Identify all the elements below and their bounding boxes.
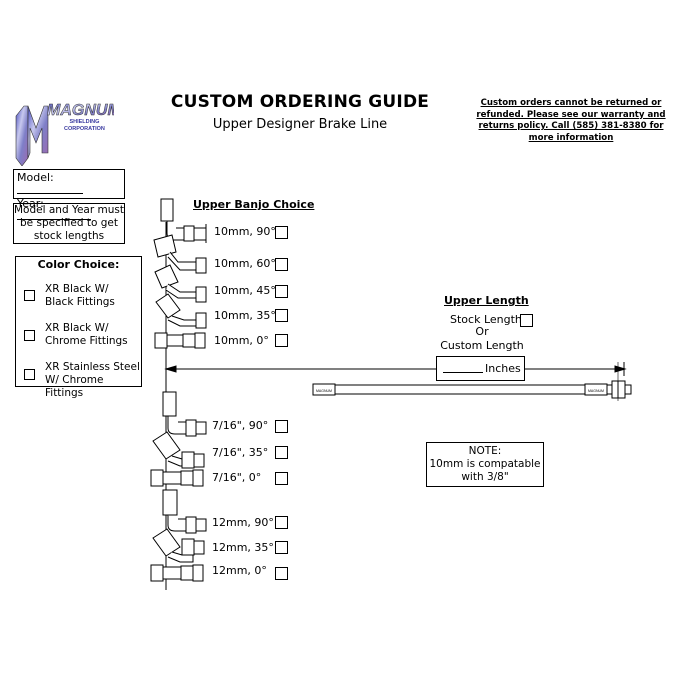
banjo-7-16-90-checkbox[interactable] bbox=[275, 420, 288, 433]
arrow-right-head bbox=[614, 365, 627, 373]
color-choice-box: Color Choice: XR Black W/ Black Fittings… bbox=[15, 256, 142, 399]
color-option-1-line2: Black Fittings bbox=[45, 296, 115, 308]
svg-text:MAGNUM: MAGNUM bbox=[47, 102, 114, 119]
color-option-2-line2: Chrome Fittings bbox=[45, 335, 128, 347]
banjo-10mm-35-label: 10mm, 35° bbox=[214, 309, 276, 322]
banjo-10mm-45-checkbox[interactable] bbox=[275, 285, 288, 298]
note-title: NOTE: bbox=[468, 445, 502, 457]
banjo-12mm-90-checkbox[interactable] bbox=[275, 516, 288, 529]
year-field[interactable] bbox=[17, 219, 91, 220]
page-subtitle: Upper Designer Brake Line bbox=[212, 117, 388, 132]
model-label: Model: bbox=[17, 171, 54, 184]
fitting-7-16-90-illustration bbox=[162, 391, 207, 437]
model-field[interactable] bbox=[17, 193, 83, 194]
page-title: CUSTOM ORDERING GUIDE bbox=[170, 92, 430, 112]
banjo-7-16-35-checkbox[interactable] bbox=[275, 446, 288, 459]
hose-mark-left: MAGNUM bbox=[316, 389, 332, 393]
color-option-3-line1: XR Stainless Steel bbox=[45, 361, 140, 373]
color-option-3-label: XR Stainless Steel W/ Chrome Fittings bbox=[45, 361, 141, 400]
fitting-10mm-90-illustration bbox=[160, 198, 207, 243]
banjo-12mm-90-label: 12mm, 90° bbox=[212, 516, 274, 529]
fitting-10mm-0-illustration bbox=[154, 332, 206, 349]
custom-length-blank[interactable] bbox=[443, 372, 483, 373]
banjo-10mm-90-label: 10mm, 90° bbox=[214, 225, 276, 238]
fitting-7-16-35-illustration bbox=[152, 431, 205, 469]
color-option-1-line1: XR Black W/ bbox=[45, 283, 109, 295]
arrow-left-head bbox=[164, 365, 177, 373]
banjo-10mm-0-label: 10mm, 0° bbox=[214, 334, 269, 347]
upper-banjo-title: Upper Banjo Choice bbox=[193, 198, 315, 211]
compatibility-note: NOTE: 10mm is compatable with 3/8" bbox=[426, 442, 544, 487]
color-option-2-checkbox[interactable] bbox=[24, 330, 35, 341]
upper-length-title: Upper Length bbox=[444, 294, 529, 307]
color-option-3-checkbox[interactable] bbox=[24, 369, 35, 380]
banjo-10mm-45-label: 10mm, 45° bbox=[214, 284, 276, 297]
color-option-2-line1: XR Black W/ bbox=[45, 322, 109, 334]
fitting-12mm-0-illustration bbox=[150, 564, 204, 582]
banjo-7-16-90-label: 7/16", 90° bbox=[212, 419, 269, 432]
logo-subtext-line2: CORPORATION bbox=[64, 126, 105, 132]
model-row: Model: bbox=[17, 171, 121, 197]
note-line-2: 10mm is compatable bbox=[429, 458, 541, 470]
banjo-12mm-0-label: 12mm, 0° bbox=[212, 564, 267, 577]
brake-hose bbox=[312, 362, 632, 401]
inches-label: Inches bbox=[485, 362, 521, 375]
stock-length-label: Stock Length bbox=[450, 313, 522, 326]
return-policy-notice: Custom orders cannot be returned or refu… bbox=[476, 98, 666, 143]
hose-fitting-nut bbox=[606, 384, 613, 395]
banjo-7-16-35-label: 7/16", 35° bbox=[212, 446, 269, 459]
logo-subtext-line1: SHIELDING bbox=[69, 119, 100, 125]
fitting-10mm-35-illustration bbox=[155, 293, 207, 329]
note-line-3: with 3/8" bbox=[461, 471, 509, 483]
stock-length-checkbox[interactable] bbox=[520, 314, 533, 327]
hose-mark-right: MAGNUM bbox=[588, 389, 604, 393]
banjo-12mm-0-checkbox[interactable] bbox=[275, 567, 288, 580]
custom-length-label: Custom Length bbox=[440, 339, 524, 352]
magnum-logo: MAGNUM bbox=[15, 102, 114, 166]
banjo-7-16-0-checkbox[interactable] bbox=[275, 472, 288, 485]
hose-banjo-bolt bbox=[624, 384, 632, 395]
banjo-10mm-90-checkbox[interactable] bbox=[275, 226, 288, 239]
fitting-10mm-60-illustration bbox=[153, 234, 207, 274]
logo-subtext: SHIELDING CORPORATION bbox=[64, 119, 105, 133]
color-option-1-checkbox[interactable] bbox=[24, 290, 35, 301]
banjo-10mm-60-label: 10mm, 60° bbox=[214, 257, 276, 270]
banjo-12mm-35-checkbox[interactable] bbox=[275, 541, 288, 554]
color-option-1-label: XR Black W/ Black Fittings bbox=[45, 283, 115, 309]
banjo-10mm-35-checkbox[interactable] bbox=[275, 309, 288, 322]
color-option-2-label: XR Black W/ Chrome Fittings bbox=[45, 322, 128, 348]
color-option-3-line2: W/ Chrome Fittings bbox=[45, 374, 104, 399]
spec-note: Model and Year must be specified to get … bbox=[13, 203, 125, 244]
or-label: Or bbox=[475, 325, 489, 338]
fitting-12mm-90-illustration bbox=[162, 489, 207, 534]
banjo-10mm-60-checkbox[interactable] bbox=[275, 258, 288, 271]
banjo-12mm-35-label: 12mm, 35° bbox=[212, 541, 274, 554]
fitting-10mm-45-illustration bbox=[154, 264, 207, 303]
banjo-7-16-0-label: 7/16", 0° bbox=[212, 471, 262, 484]
fitting-7-16-0-illustration bbox=[150, 469, 204, 487]
color-choice-title: Color Choice: bbox=[37, 258, 120, 271]
fitting-12mm-35-illustration bbox=[152, 528, 205, 563]
banjo-10mm-0-checkbox[interactable] bbox=[275, 334, 288, 347]
hose-body bbox=[334, 384, 586, 395]
custom-length-field[interactable]: Inches bbox=[436, 356, 525, 381]
